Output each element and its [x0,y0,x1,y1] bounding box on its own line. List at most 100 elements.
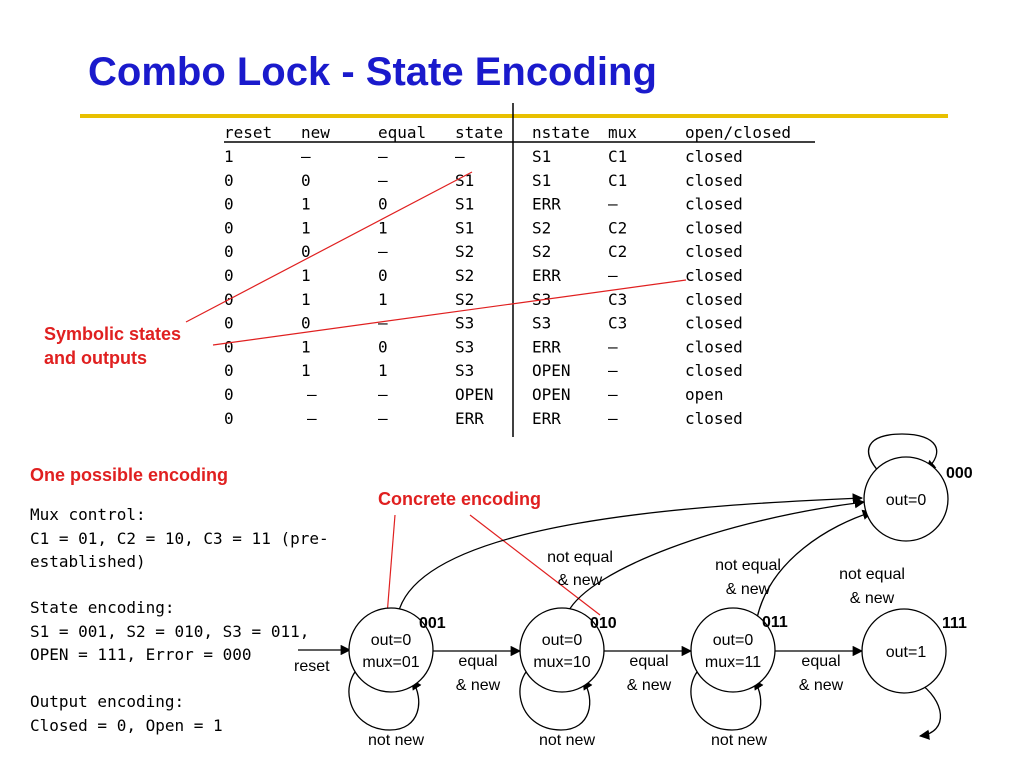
not-equal-label-3: not equal [839,566,905,583]
table-cell: closed [685,314,743,333]
state-111-out: out=1 [886,644,927,661]
table-cell: closed [685,337,743,356]
code-011: 011 [762,614,788,631]
table-cell: 0 [224,314,234,333]
table-cell: 1 [378,361,388,380]
table-cell: C3 [608,290,627,309]
table-cell: 0 [301,242,311,261]
note-line: OPEN = 111, Error = 000 [30,645,252,664]
not-equal-label-2b: & new [726,581,771,598]
table-cell: open [685,385,724,404]
table-cell: – [608,195,618,214]
table-cell: C2 [608,218,627,237]
table-cell: S1 [532,171,551,190]
table-cell: 0 [301,171,311,190]
table-cell: – [378,409,388,428]
table-cell: 1 [301,290,311,309]
note-line: C1 = 01, C2 = 10, C3 = 11 (pre- [30,529,329,548]
self-loop-011 [690,659,764,731]
table-cell: 0 [378,195,388,214]
note-line: Closed = 0, Open = 1 [30,716,223,735]
table-header: nstate [532,123,590,142]
table-cell: 1 [301,218,311,237]
pointer-line-state [185,171,473,323]
table-cell: ERR [455,409,484,428]
title-underline [80,114,948,118]
self-loop-010 [519,659,593,731]
table-cell: 1 [378,218,388,237]
state-011-mux: mux=11 [705,654,761,671]
table-cell: ERR [532,266,561,285]
table-cell: 1 [224,147,234,166]
equal-label-2b: & new [627,677,672,694]
table-cell: 1 [301,337,311,356]
table-cell: OPEN [532,385,571,404]
table-cell: 0 [224,218,234,237]
slide-title: Combo Lock - State Encoding [88,50,657,94]
table-cell: S1 [532,147,551,166]
table-header: open/closed [685,123,791,142]
not-new-label-3: not new [711,732,767,749]
code-001: 001 [419,615,446,632]
table-cell: 1 [301,266,311,285]
table-cell: 0 [378,266,388,285]
note-line: Mux control: [30,505,146,524]
table-cell: OPEN [532,361,571,380]
table-header: state [455,123,503,142]
symbolic-label-1: Symbolic states [44,324,181,344]
table-cell: 1 [301,361,311,380]
table-cell: closed [685,171,743,190]
table-cell: closed [685,266,743,285]
table-cell: C1 [608,171,627,190]
table-cell: – [455,147,465,166]
state-010-out: out=0 [542,632,583,649]
state-010 [519,607,605,693]
not-new-label-1: not new [368,732,424,749]
not-equal-label-1: not equal [547,549,613,566]
table-cell: – [608,266,618,285]
code-010: 010 [590,615,617,632]
table-cell: closed [685,409,743,428]
table-cell: – [378,385,388,404]
state-000 [863,456,949,542]
table-cell: S2 [532,242,551,261]
state-010-mux: mux=10 [533,654,590,671]
table-cell: 0 [224,195,234,214]
note-line: established) [30,552,146,571]
table-cell: – [608,385,618,404]
table-cell: 0 [378,337,388,356]
reset-label: reset [294,658,330,675]
table-cell: – [307,409,317,428]
not-equal-label-3b: & new [850,590,895,607]
self-loop-001 [348,659,422,731]
table-cell: closed [685,195,743,214]
self-loop-111 [917,681,942,740]
table-cell: S3 [455,361,474,380]
table-cell: – [307,385,317,404]
table-cell: S3 [532,314,551,333]
table-header: equal [378,123,426,142]
table-cell: – [608,409,618,428]
equal-label-3b: & new [799,677,844,694]
state-011-out: out=0 [713,632,754,649]
table-cell: – [378,171,388,190]
table-cell: C3 [608,314,627,333]
table-cell: ERR [532,337,561,356]
table-cell: S1 [455,171,474,190]
table-cell: S2 [455,266,474,285]
table-cell: closed [685,218,743,237]
table-cell: C2 [608,242,627,261]
table-cell: C1 [608,147,627,166]
self-loop-000 [868,433,938,475]
table-header: reset [224,123,272,142]
code-000: 000 [946,465,973,482]
equal-label-2: equal [629,653,668,670]
table-cell: – [608,361,618,380]
table-cell: 0 [301,314,311,333]
notes-heading: One possible encoding [30,465,228,485]
transition-001-err [397,493,864,615]
table-header: new [301,123,330,142]
equal-label-1: equal [458,653,497,670]
